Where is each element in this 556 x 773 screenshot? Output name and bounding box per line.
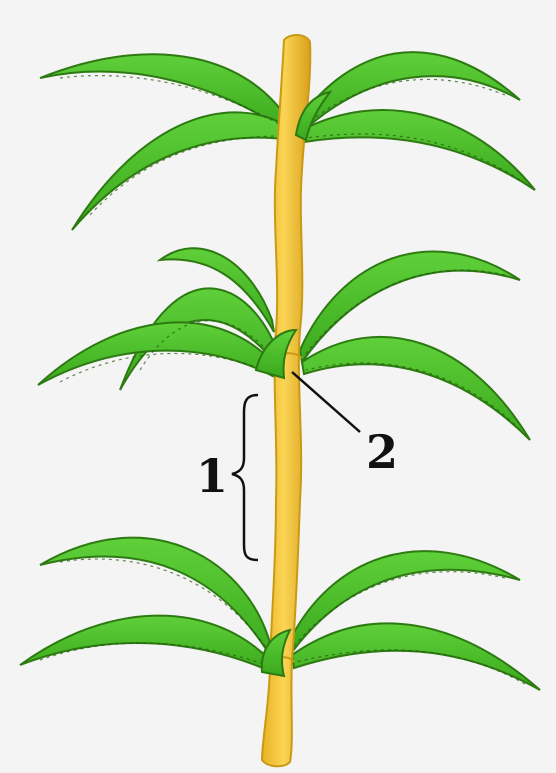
leaf	[302, 337, 530, 440]
node-label: 2	[366, 425, 398, 479]
internode-label: 1	[196, 449, 228, 503]
leaf	[302, 110, 535, 190]
leaf	[72, 112, 292, 230]
leaf	[292, 623, 540, 690]
internode-brace	[232, 395, 258, 560]
node-pointer-line	[292, 372, 360, 432]
leaf	[20, 616, 272, 672]
